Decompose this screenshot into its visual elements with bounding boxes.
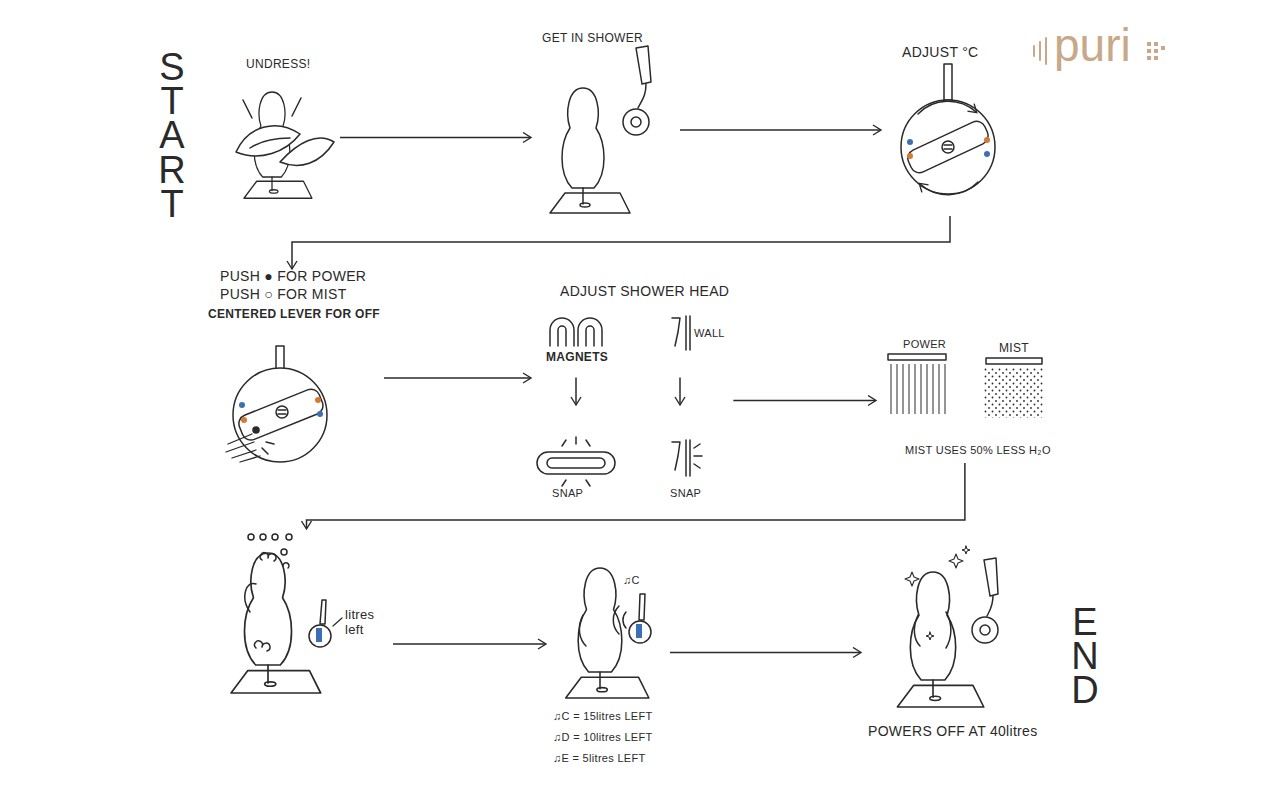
- panel-text: litres left: [345, 608, 389, 638]
- flow-arrow: [384, 377, 530, 379]
- panel-text: MIST: [999, 342, 1029, 356]
- flow-arrow: [393, 643, 545, 645]
- flow-arrow: [292, 216, 950, 268]
- panel-text: CENTERED LEVER FOR OFF: [208, 308, 380, 322]
- panel-text: SNAP: [670, 487, 701, 500]
- story-panel: UNDRESS!: [220, 58, 340, 218]
- panel-text: ♫C = 15litres LEFT: [553, 710, 653, 723]
- flow-arrow: [307, 463, 965, 528]
- panel-text: POWERS OFF AT 40litres: [868, 723, 1037, 739]
- panel-text: ADJUST °C: [902, 44, 979, 60]
- story-panel: ADJUST SHOWER HEAD MAGNETS WALL SNAP SNAP: [530, 283, 733, 505]
- story-panel: ♫C ♫C = 15litres LEFT ♫D = 10litres LEFT ♫E…: [545, 560, 670, 767]
- story-panel: PUSH ● FOR POWER PUSH ○ FOR MIST CENTERED …: [200, 268, 384, 473]
- logo-text: puri: [1054, 22, 1131, 68]
- flow-arrow: [340, 137, 530, 139]
- flow-arrow: [670, 652, 860, 654]
- panel-text: MIST USES 50% LESS H₂O: [905, 444, 1051, 457]
- start-end-label: END: [1066, 605, 1104, 708]
- start-end-label: START: [153, 50, 191, 221]
- panel-text: ♫E = 5litres LEFT: [553, 752, 646, 765]
- panel-text: SNAP: [552, 487, 583, 500]
- panel-text: PUSH ● FOR POWER: [220, 268, 366, 284]
- panel-text: ♫D = 10litres LEFT: [553, 731, 653, 744]
- panel-text: GET IN SHOWER: [542, 32, 643, 46]
- flow-arrow: [680, 129, 880, 131]
- panel-text: UNDRESS!: [246, 58, 310, 72]
- panel-text: WALL: [694, 327, 725, 340]
- panel-text: POWER: [903, 338, 946, 351]
- panel-text: MAGNETS: [546, 351, 608, 365]
- story-panel: ADJUST °C: [880, 44, 1020, 216]
- panel-text: ADJUST SHOWER HEAD: [560, 283, 729, 299]
- panel-text: PUSH ○ FOR MIST: [220, 286, 347, 302]
- flow-arrow: [733, 400, 875, 402]
- story-panel: POWER MIST MIST USES 50% LESS H₂O: [875, 338, 1055, 463]
- story-panel: POWERS OFF AT 40litres: [860, 545, 1041, 745]
- story-panel: GET IN SHOWER: [530, 32, 680, 217]
- panel-text: ♫C: [623, 574, 640, 587]
- story-panel: litres left: [220, 528, 393, 728]
